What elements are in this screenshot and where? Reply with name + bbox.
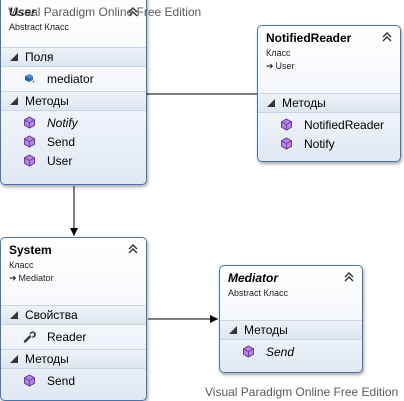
watermark-bottom: Visual Paradigm Online Free Edition [205,385,399,399]
expanded-triangle-icon[interactable] [10,97,18,105]
class-mediator-header: Mediator Abstract Класс [220,266,362,304]
method-name: Notify [47,116,78,130]
system-methods-section[interactable]: Методы [1,349,146,369]
class-notifiedreader-parent: ➔User [266,61,295,71]
methods-label: Методы [244,323,288,337]
expanded-triangle-icon[interactable] [10,53,18,61]
collapse-icon[interactable] [343,271,355,283]
method-icon [281,118,292,131]
watermark-top: Visual Paradigm Online Free Edition [8,5,202,19]
method-icon [24,116,35,129]
class-user[interactable]: User Abstract Класс Поля mediator Методы… [0,0,147,185]
class-user-stereotype: Abstract Класс [9,22,70,32]
method-icon [24,374,35,387]
wrench-icon [23,331,36,343]
method-row[interactable]: User [1,151,146,170]
class-notifiedreader-title: NotifiedReader [266,31,352,45]
class-mediator[interactable]: Mediator Abstract Класс Методы Send [219,265,363,373]
class-user-header: User Abstract Класс [1,0,146,33]
field-icon [25,74,35,83]
expanded-triangle-icon[interactable] [229,326,237,334]
field-name: mediator [47,72,94,86]
user-methods-section[interactable]: Методы [1,91,146,111]
method-icon [281,137,292,150]
method-row[interactable]: Send [1,132,146,151]
inherits-arrow-icon: ➔ [9,273,17,283]
class-system-title: System [9,243,52,257]
class-notifiedreader-header: NotifiedReader Класс ➔User [258,26,400,71]
method-name: User [47,154,73,168]
method-name: Send [47,374,76,388]
method-name: NotifiedReader [304,118,385,132]
method-icon [243,345,254,358]
class-system[interactable]: System Класс ➔Mediator Свойства Reader М… [0,237,147,401]
collapse-icon[interactable] [127,243,139,255]
class-notifiedreader[interactable]: NotifiedReader Класс ➔User Методы Notifi… [257,25,401,162]
class-user-title: User [9,5,36,19]
method-row[interactable]: NotifiedReader [258,115,400,134]
property-name: Reader [47,330,87,344]
method-name: Send [47,135,76,149]
methods-label: Методы [25,94,69,108]
method-row[interactable]: Send [220,342,362,361]
method-name: Notify [304,137,335,151]
inherits-arrow-icon: ➔ [266,61,274,71]
user-fields-section[interactable]: Поля [1,47,146,67]
methods-label: Методы [25,352,69,366]
property-row[interactable]: Reader [1,327,146,346]
methods-label: Методы [282,96,326,110]
method-icon [24,154,35,167]
fields-label: Поля [25,50,54,64]
class-system-header: System Класс ➔Mediator [1,238,146,283]
expanded-triangle-icon[interactable] [267,99,275,107]
method-row[interactable]: Notify [1,113,146,132]
field-row[interactable]: mediator [1,69,146,88]
method-row[interactable]: Notify [258,134,400,153]
method-row[interactable]: Send [1,371,146,390]
system-properties-section[interactable]: Свойства [1,305,146,325]
expanded-triangle-icon[interactable] [10,355,18,363]
method-icon [24,135,35,148]
method-name: Send [266,345,295,359]
notifiedreader-methods-section[interactable]: Методы [258,93,400,113]
collapse-icon[interactable] [127,6,139,18]
class-mediator-title: Mediator [228,271,279,285]
properties-label: Свойства [25,308,78,322]
class-system-parent: ➔Mediator [9,273,54,283]
class-system-stereotype: Класс [9,260,34,270]
mediator-methods-section[interactable]: Методы [220,320,362,340]
expanded-triangle-icon[interactable] [10,311,18,319]
class-mediator-stereotype: Abstract Класс [228,288,289,298]
class-notifiedreader-stereotype: Класс [266,48,291,58]
collapse-icon[interactable] [381,31,393,43]
